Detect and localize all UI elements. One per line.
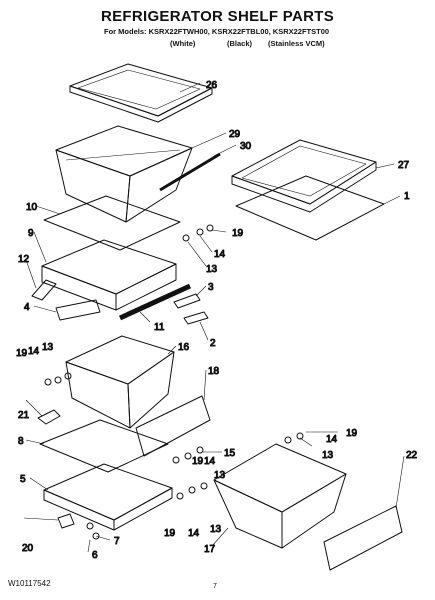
callout-17: 17	[204, 544, 216, 555]
right-glass-shelf	[231, 139, 377, 213]
callout-14b: 14	[28, 346, 40, 357]
fastener-group	[44, 224, 304, 540]
callout-18: 18	[208, 366, 220, 377]
rail-pieces	[31, 279, 101, 321]
callout-13a: 13	[206, 264, 218, 275]
leader-lines	[23, 82, 405, 553]
callout-7: 7	[114, 536, 120, 547]
callout-14d: 14	[204, 456, 216, 467]
models-line: For Models: KSRX22FTWH00, KSRX22FTBL00, …	[104, 27, 330, 36]
callout-3: 3	[208, 282, 214, 293]
callout-22: 22	[406, 450, 418, 461]
callout-14a: 14	[214, 249, 226, 260]
middle-drawer-front	[135, 395, 211, 457]
clip-21	[37, 409, 61, 425]
page-number: 7	[213, 583, 217, 590]
callout-5: 5	[20, 474, 26, 485]
callout-19c: 19	[346, 428, 358, 439]
top-glass-shelf	[69, 63, 213, 123]
lower-frame	[43, 463, 173, 531]
callout-8: 8	[18, 436, 24, 447]
callout-1: 1	[404, 191, 410, 202]
variant-stainless: (Stainless VCM)	[268, 39, 325, 48]
glass-panel	[43, 195, 181, 251]
callout-10: 10	[26, 202, 38, 213]
page-title: REFRIGERATOR SHELF PARTS	[100, 8, 335, 25]
callout-9: 9	[28, 228, 34, 239]
lower-glass-panel	[39, 419, 169, 473]
crisper-drawer	[213, 443, 347, 549]
callout-labels: 26 29 30 27 1 10 19 9 14 13 12 3 4 11 2 …	[16, 80, 419, 562]
callout-19d: 19	[192, 456, 204, 467]
callout-12: 12	[18, 254, 30, 265]
callout-14c: 14	[326, 434, 338, 445]
callout-19e: 19	[164, 528, 176, 539]
callout-13d: 13	[214, 470, 226, 481]
callout-20: 20	[22, 543, 34, 554]
middle-drawer	[65, 335, 175, 429]
callout-30: 30	[240, 141, 252, 152]
callout-21: 21	[18, 410, 30, 421]
callout-13c: 13	[322, 450, 334, 461]
callout-29: 29	[229, 129, 241, 140]
rod	[159, 152, 221, 192]
crisper-front	[323, 505, 403, 571]
callout-11: 11	[154, 322, 165, 333]
callout-13e: 13	[210, 524, 222, 535]
callout-14e: 14	[188, 528, 200, 539]
lower-tray-frame	[41, 239, 177, 311]
callout-27: 27	[398, 160, 410, 171]
callout-26: 26	[206, 80, 218, 91]
variant-white: (White)	[170, 39, 196, 48]
callout-19b: 19	[16, 348, 28, 359]
callout-16: 16	[178, 342, 190, 353]
variant-black: (Black)	[227, 39, 253, 48]
callout-15: 15	[224, 448, 236, 459]
callout-13b: 13	[42, 342, 54, 353]
callout-4: 4	[24, 302, 30, 313]
document-number: W10117542	[8, 579, 51, 588]
callout-6: 6	[92, 550, 98, 561]
clips	[173, 293, 209, 325]
callout-19a: 19	[232, 228, 244, 239]
slide-rod	[118, 283, 192, 321]
callout-2: 2	[210, 338, 216, 349]
